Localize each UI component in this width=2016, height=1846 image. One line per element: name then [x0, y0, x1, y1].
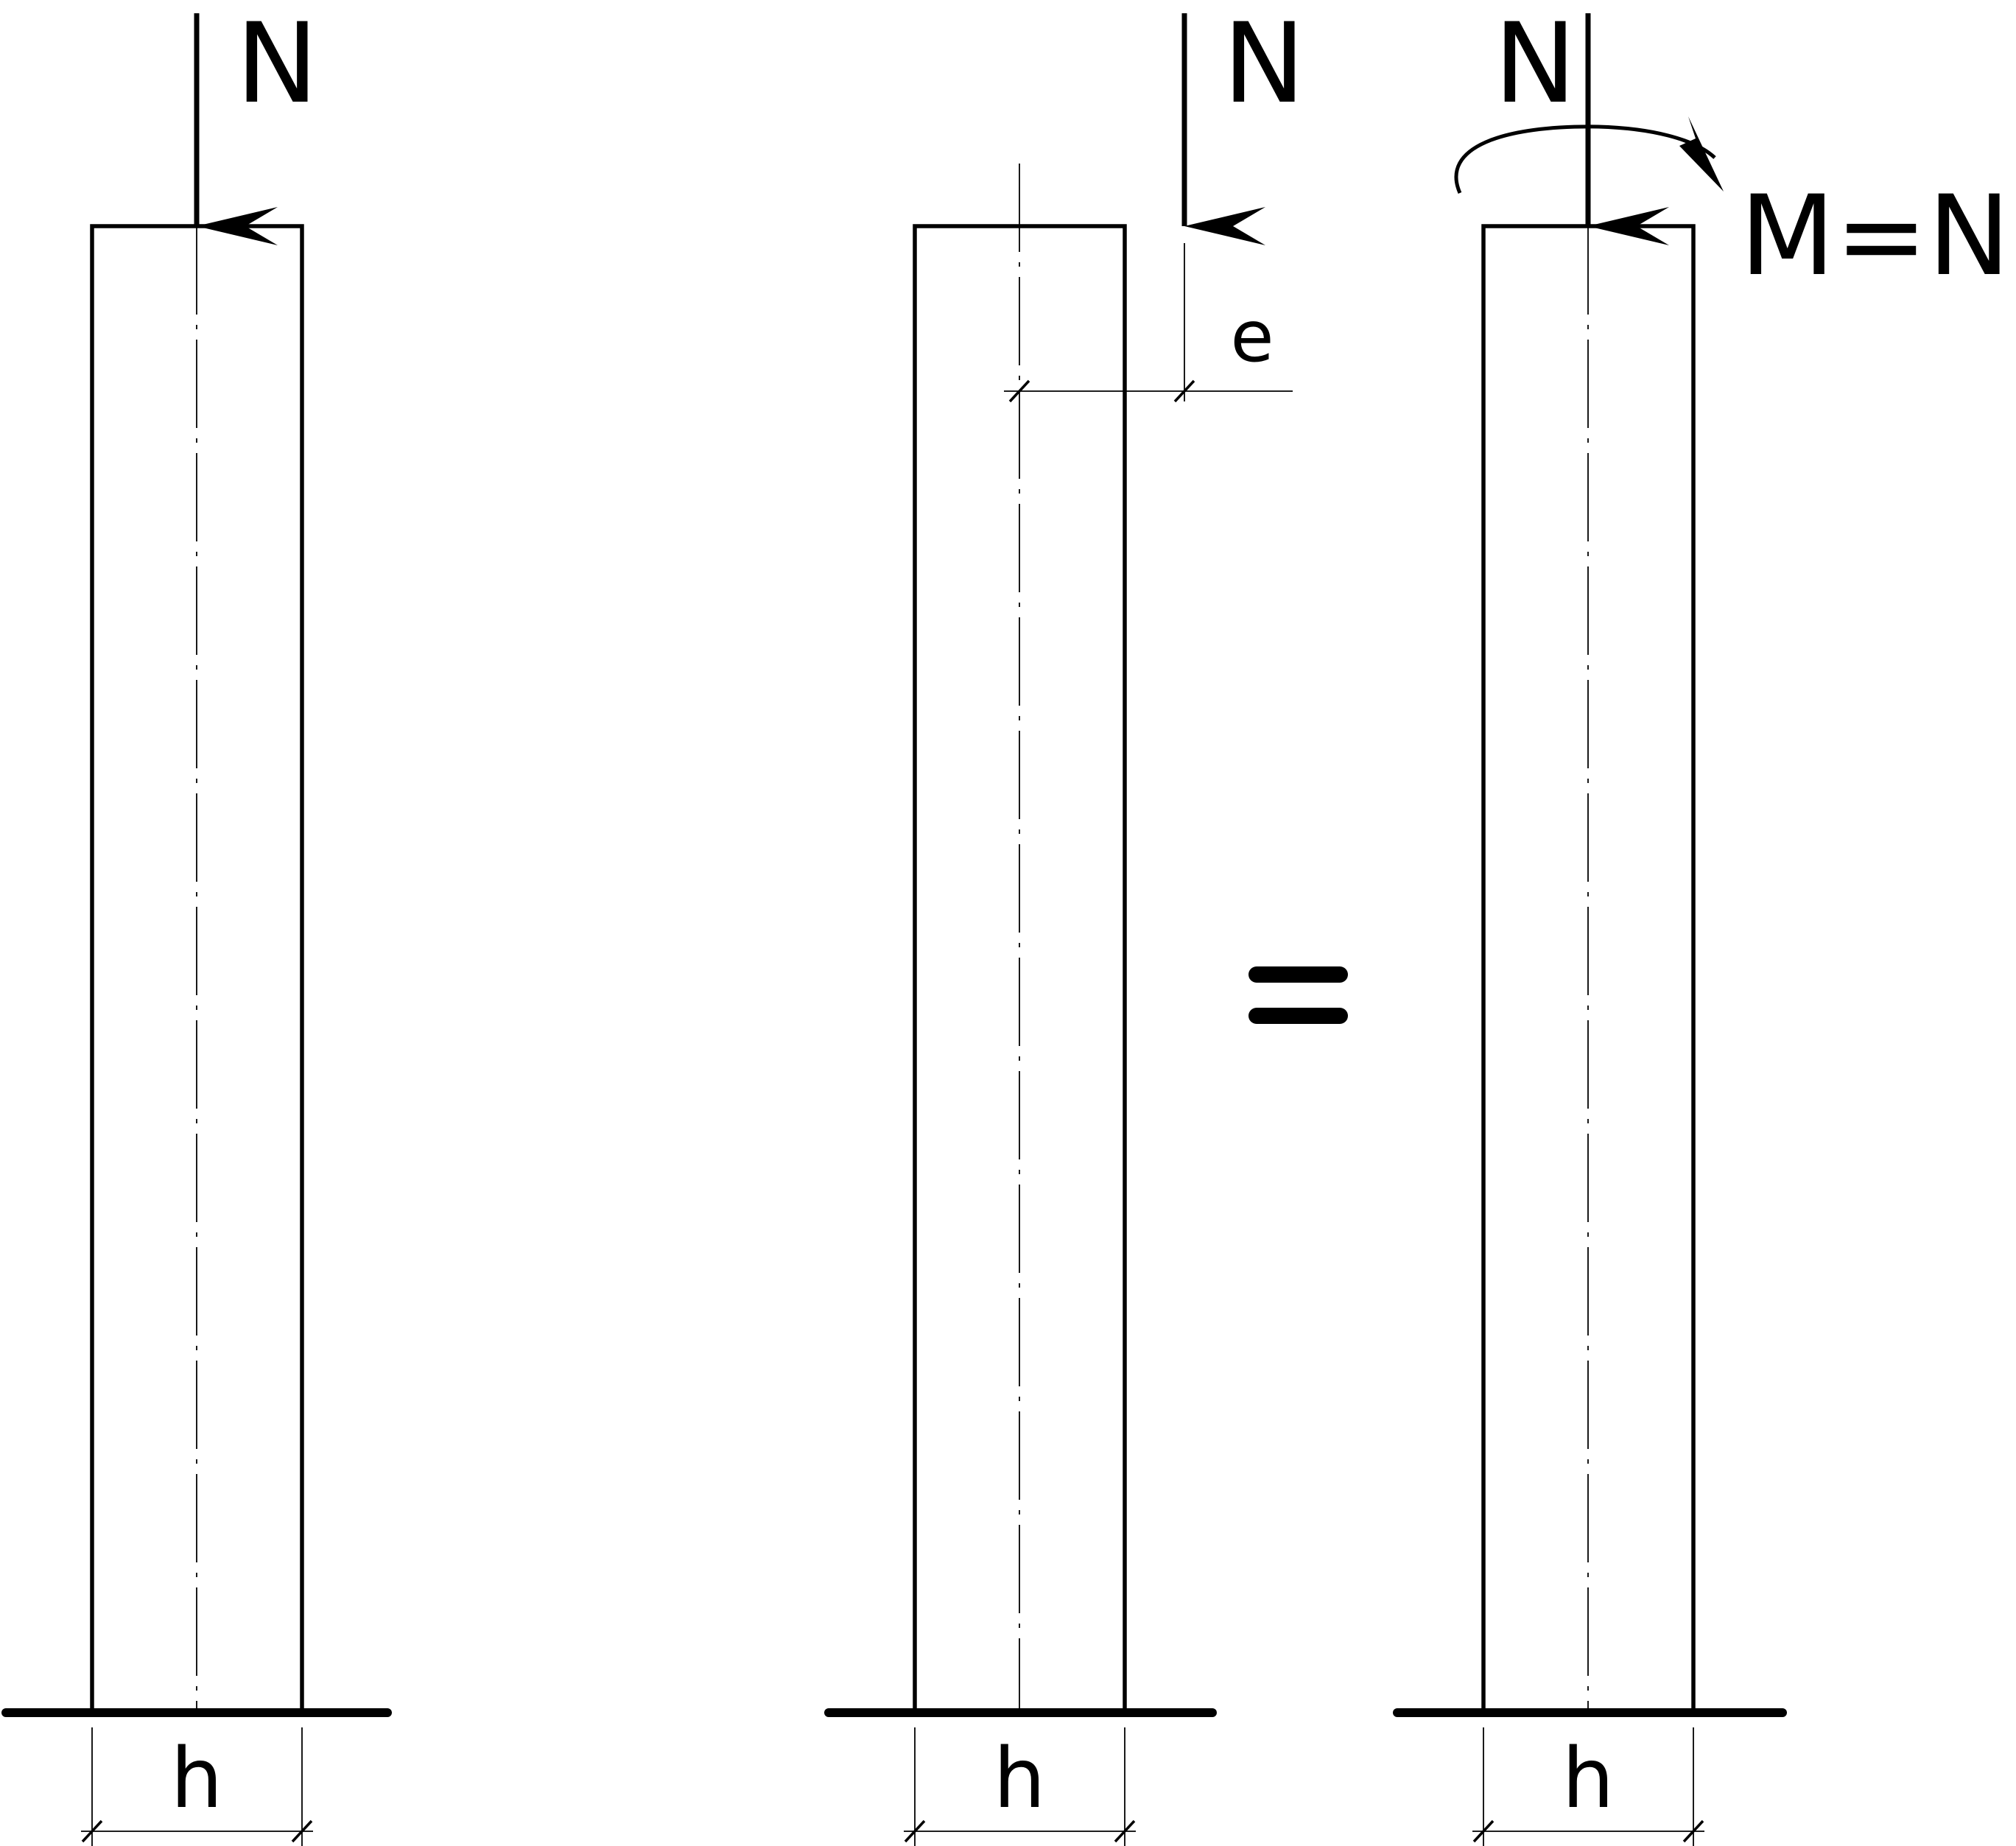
moment-arrowhead	[1679, 116, 1724, 192]
column-3-width-label: h	[1562, 1731, 1615, 1827]
column-3-force-label: N	[1494, 0, 1576, 128]
moment-label: M=Ne	[1740, 172, 2016, 301]
moment-arc	[1454, 124, 1716, 194]
column-2-width-dimension	[904, 1727, 1136, 1846]
column-2-force-label: N	[1223, 0, 1305, 128]
eccentricity-dimension	[1004, 243, 1293, 403]
column-1-force-label: N	[236, 0, 318, 128]
column-load-with-moment: N M=Ne h	[1393, 0, 2016, 1846]
column-1-width-label: h	[171, 1731, 223, 1827]
column-3-width-dimension	[1472, 1727, 1704, 1846]
equals-sign	[1248, 966, 1348, 1024]
column-centric-load: N h	[1, 0, 392, 1846]
column-2-width-label: h	[994, 1731, 1046, 1827]
column-1-width-dimension	[81, 1727, 313, 1846]
eccentricity-label: e	[1230, 295, 1274, 378]
column-eccentric-load: N e h	[824, 0, 1305, 1846]
